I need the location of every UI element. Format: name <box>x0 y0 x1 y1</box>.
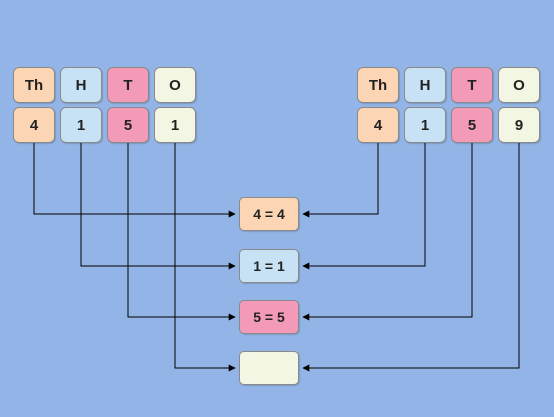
right-hundreds-digit: 1 <box>404 107 446 143</box>
left-hundreds-header: H <box>60 67 102 103</box>
left-tens-digit: 5 <box>107 107 149 143</box>
right-ones-header: O <box>498 67 540 103</box>
hundreds-comparison-box: 1 = 1 <box>239 249 299 283</box>
tens-comparison-box: 5 = 5 <box>239 300 299 334</box>
left-tens-header: T <box>107 67 149 103</box>
left-thousands-arrow <box>33 143 236 218</box>
left-hundreds-digit: 1 <box>60 107 102 143</box>
left-thousands-header: Th <box>13 67 55 103</box>
right-hundreds-header: H <box>404 67 446 103</box>
thousands-comparison-box: 4 = 4 <box>239 197 299 231</box>
right-tens-arrow <box>302 143 473 321</box>
right-thousands-header: Th <box>357 67 399 103</box>
left-hundreds-arrow <box>80 143 236 270</box>
right-tens-header: T <box>451 67 493 103</box>
ones-comparison-box <box>239 351 299 385</box>
right-ones-arrow <box>302 143 520 372</box>
right-ones-digit: 9 <box>498 107 540 143</box>
right-thousands-arrow <box>302 143 379 218</box>
left-tens-arrow <box>127 143 236 321</box>
left-ones-header: O <box>154 67 196 103</box>
right-thousands-digit: 4 <box>357 107 399 143</box>
right-hundreds-arrow <box>302 143 426 270</box>
left-ones-arrow <box>174 143 236 372</box>
left-ones-digit: 1 <box>154 107 196 143</box>
left-thousands-digit: 4 <box>13 107 55 143</box>
right-tens-digit: 5 <box>451 107 493 143</box>
